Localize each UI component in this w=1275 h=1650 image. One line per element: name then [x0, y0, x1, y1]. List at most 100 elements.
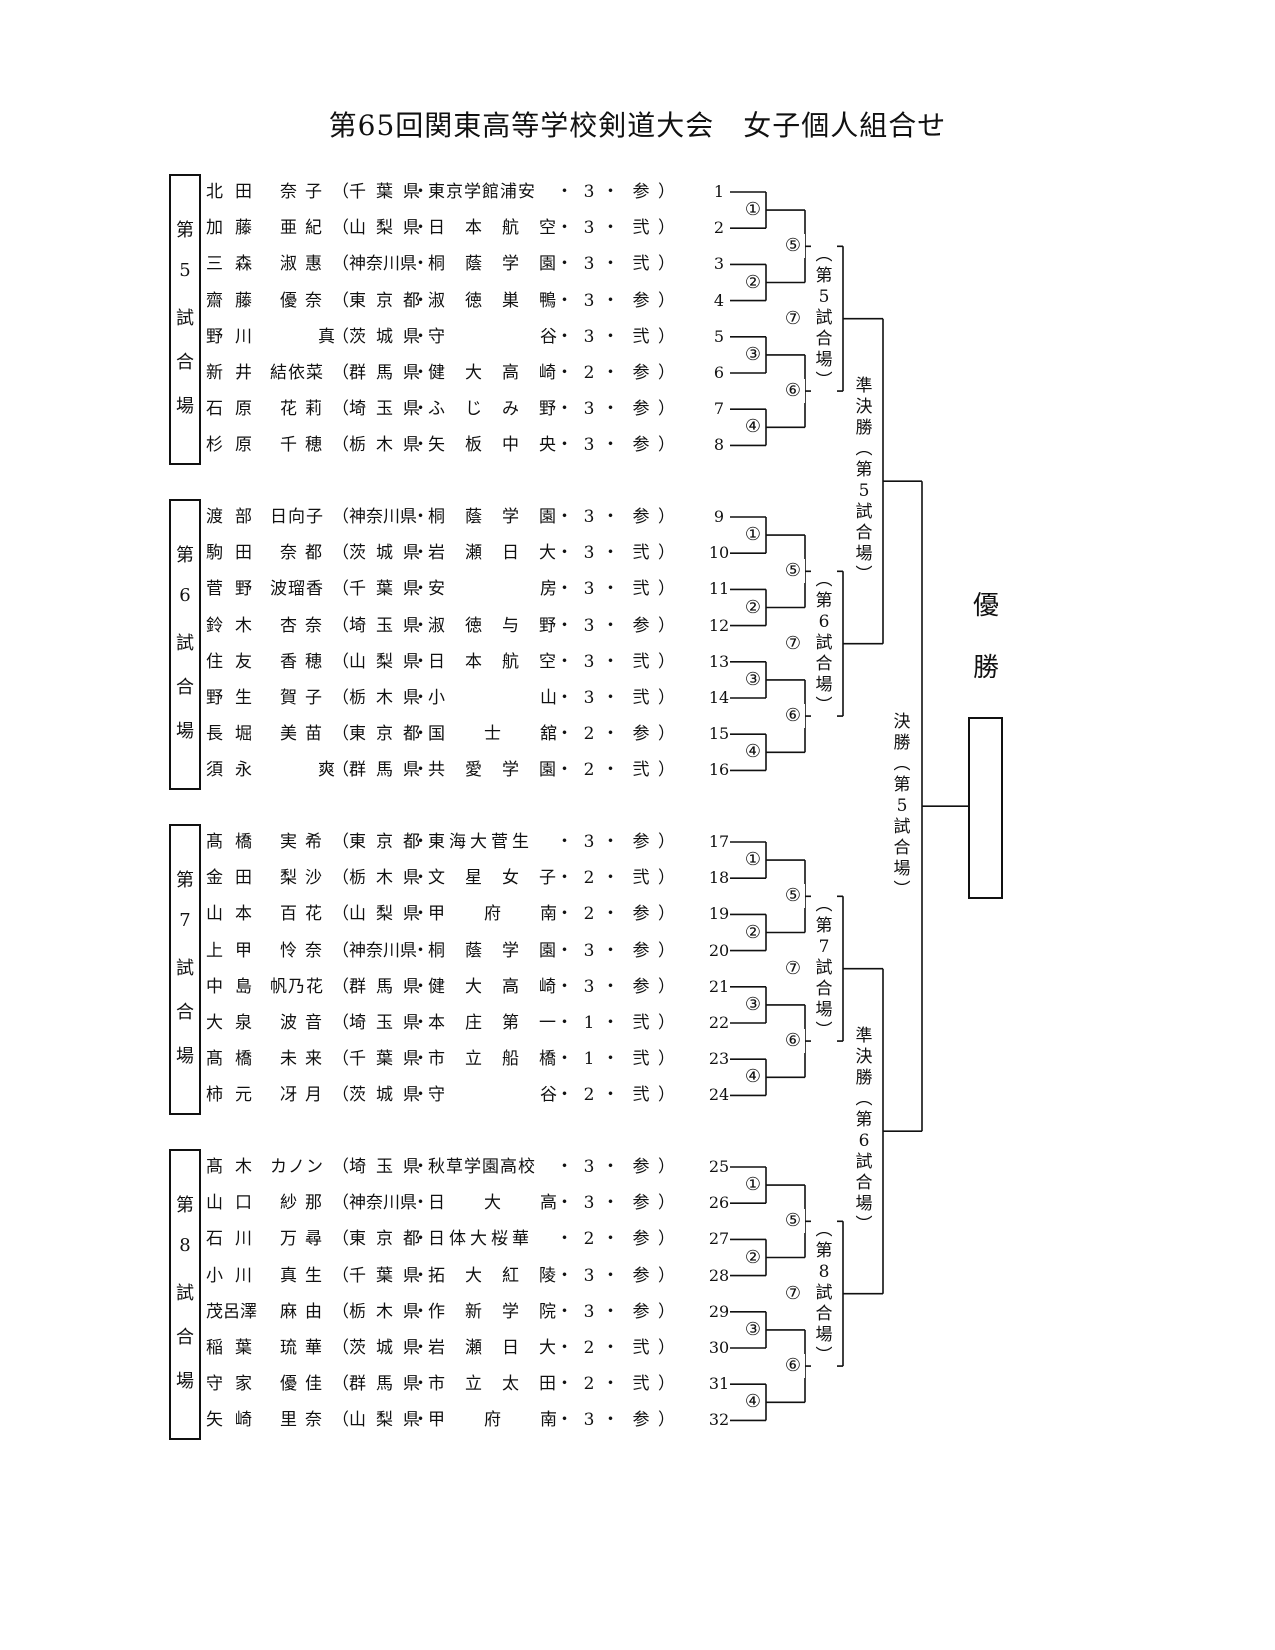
match-number: ② [741, 920, 765, 945]
player-number: 27 [708, 1229, 730, 1249]
player-surname: 髙橋 [206, 1049, 264, 1070]
player-given-name: カノン [270, 1157, 324, 1177]
venue-label-char: 7 [179, 910, 191, 931]
separator-dot: ・ [412, 1374, 429, 1395]
player-appearances: 弐 [632, 868, 650, 889]
player-appearances: 参 [632, 615, 650, 636]
paren-open: （ [332, 615, 349, 636]
school-char-first: 守 [428, 1085, 445, 1106]
separator-dot: ・ [602, 579, 619, 600]
school-char: 大 [465, 363, 482, 383]
school-char: 府 [484, 904, 501, 925]
player-number: 28 [708, 1265, 730, 1285]
school-char: 空 [539, 651, 556, 672]
separator-dot: ・ [556, 615, 573, 636]
match-number: ⑤ [781, 559, 805, 584]
player-number: 22 [708, 1013, 730, 1032]
player-given-name: 波瑠香 [270, 579, 324, 600]
separator-dot: ・ [602, 651, 619, 672]
label-char: 場 [815, 675, 833, 696]
separator-dot: ・ [556, 904, 573, 925]
school-char: 大 [484, 1193, 501, 1214]
player-given-name: 優佳 [280, 1374, 330, 1395]
paren-close: ） [658, 1410, 675, 1431]
paren-open: （ [332, 579, 349, 600]
player-number: 2 [713, 218, 725, 238]
separator-dot: ・ [602, 1301, 619, 1322]
label-char: 試 [815, 958, 833, 979]
school-char: 市 [428, 1374, 445, 1395]
player-number: 23 [708, 1049, 730, 1069]
separator-dot: ・ [602, 1374, 619, 1395]
school-char: 田 [539, 1374, 556, 1395]
match-number: ① [741, 1173, 765, 1198]
separator-dot: ・ [602, 688, 619, 708]
school-char: 淑 [428, 290, 445, 311]
player-given-name: 杏奈 [280, 615, 330, 636]
player-appearances: 参 [632, 1410, 650, 1431]
school-char: 甲 [428, 1410, 445, 1431]
separator-dot: ・ [412, 940, 429, 961]
school-char: 日 [502, 543, 519, 564]
label-char: 7 [818, 937, 830, 958]
player-prefecture: 千葉県 [349, 182, 430, 202]
player-prefecture: 東京都 [349, 290, 430, 311]
separator-dot: ・ [556, 182, 573, 202]
paren-open: （ [332, 724, 349, 745]
school-char: 大 [539, 543, 556, 564]
player-appearances: 参 [632, 363, 650, 383]
paren-close: ） [658, 1229, 675, 1250]
label-char: ︵ [855, 1089, 873, 1110]
player-prefecture: 埼玉県 [349, 1013, 430, 1033]
separator-dot: ・ [412, 976, 429, 997]
match-number: ⑦ [781, 956, 805, 981]
player-appearances: 弐 [632, 1013, 650, 1033]
label-char: 試 [815, 308, 833, 329]
player-prefecture: 栃木県 [349, 1301, 430, 1322]
school-char: 太 [502, 1374, 519, 1395]
paren-open: （ [332, 760, 349, 781]
player-grade: 3 [583, 1410, 595, 1431]
venue-label-char: 合 [176, 677, 194, 698]
paren-open: （ [332, 940, 349, 961]
player-appearances: 弐 [632, 579, 650, 600]
label-char: 試 [815, 1283, 833, 1304]
separator-dot: ・ [556, 1374, 573, 1395]
label-char: 8 [818, 1262, 830, 1283]
player-grade: 3 [583, 543, 595, 564]
paren-close: ） [658, 1085, 675, 1106]
player-number: 1 [713, 182, 725, 201]
separator-dot: ・ [556, 1157, 573, 1177]
player-given-name: 奈子 [280, 182, 330, 202]
match-number: ① [741, 848, 765, 873]
paren-open: （ [332, 543, 349, 564]
separator-dot: ・ [412, 615, 429, 636]
match-number: ③ [741, 992, 765, 1017]
paren-close: ） [658, 868, 675, 889]
player-prefecture: 群馬県 [349, 760, 430, 781]
label-char: 試 [855, 1152, 873, 1173]
school-char: 立 [465, 1374, 482, 1395]
player-prefecture: 千葉県 [349, 1049, 430, 1070]
player-number: 31 [708, 1374, 730, 1394]
school-char: 第 [502, 1013, 519, 1033]
separator-dot: ・ [556, 1265, 573, 1286]
school-char: 府 [484, 1410, 501, 1431]
separator-dot: ・ [556, 543, 573, 564]
player-grade: 3 [583, 290, 595, 311]
school-char: 士 [484, 724, 501, 745]
paren-open: （ [332, 1229, 349, 1250]
player-grade: 3 [583, 507, 595, 527]
player-grade: 2 [583, 1338, 595, 1358]
separator-dot: ・ [412, 1085, 429, 1106]
label-char: ︶ [815, 1021, 833, 1042]
separator-dot: ・ [412, 579, 429, 600]
player-surname: 矢崎 [206, 1410, 264, 1431]
school-char: 崎 [539, 363, 556, 383]
school-char: 本 [465, 218, 482, 239]
separator-dot: ・ [556, 218, 573, 239]
player-given-name: 亜紀 [280, 218, 330, 239]
school-char: 女 [502, 868, 519, 889]
